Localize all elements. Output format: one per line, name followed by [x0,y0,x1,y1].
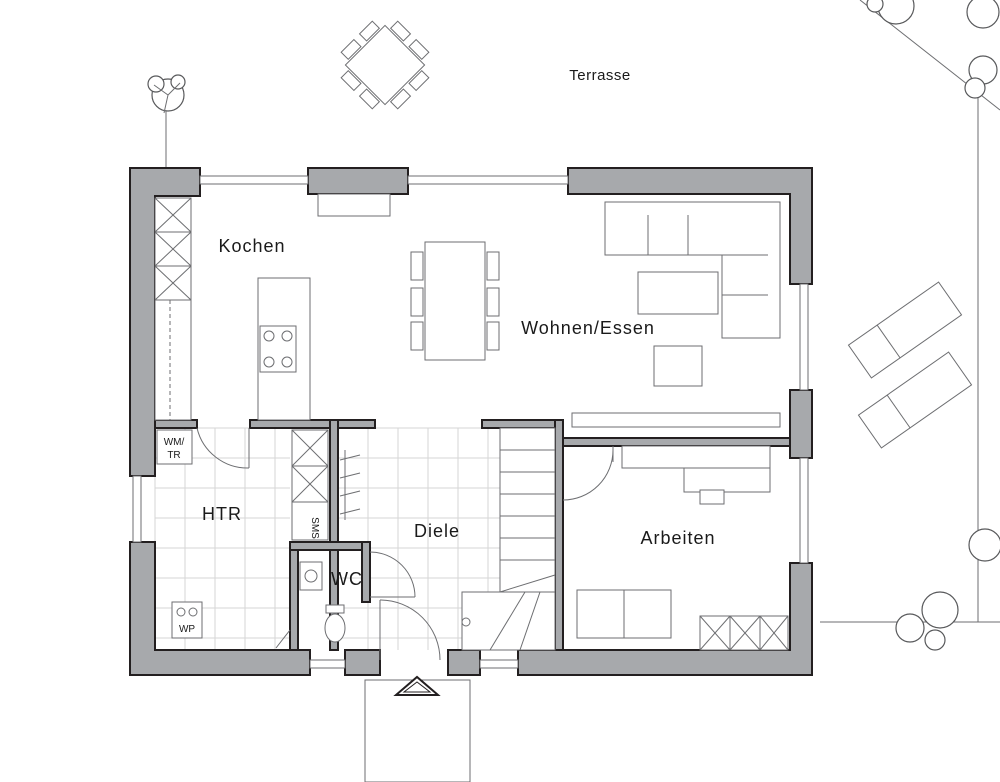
heat-pump: WP [171,601,203,639]
sun-lounger-2 [857,351,973,449]
room-label-kochen: Kochen [218,236,285,256]
staircase [461,427,556,651]
room-label-arbeiten: Arbeiten [640,528,715,548]
terrace-dining-table [340,20,430,110]
kitchen-island [257,277,311,421]
sun-lounger-1 [847,281,963,379]
wardrobe [339,450,361,520]
tree-icon [964,0,1000,99]
tree-icon [895,528,1000,651]
office-desk [621,445,771,505]
room-label-terrasse: Terrasse [569,67,631,84]
wp-label: WP [179,624,195,635]
htr-cabinets [291,429,329,541]
sofa [604,201,781,339]
wc-fixtures [299,561,346,643]
room-label-wohnen-essen: Wohnen/Essen [521,318,655,338]
wm-tr-label-2: TR [167,450,180,461]
washer-dryer: WM/ TR [156,429,193,465]
doors [196,427,614,661]
office-shelf [699,615,789,651]
tv-sideboard [571,412,781,428]
wm-tr-label: WM/ [164,437,185,448]
extractor-hood [317,193,391,217]
dining-table [410,241,500,361]
sms-label: SMS [309,517,320,539]
room-label-diele: Diele [414,521,460,541]
kitchen-cabinets [154,197,192,421]
tree-icon [147,74,186,114]
armchair [653,345,703,387]
room-label-htr: HTR [202,504,242,524]
tree-icon [866,0,915,25]
entrance-path [364,675,471,782]
windows [132,175,809,669]
room-label-wc: WC [331,569,363,589]
office-sofa [576,589,672,639]
